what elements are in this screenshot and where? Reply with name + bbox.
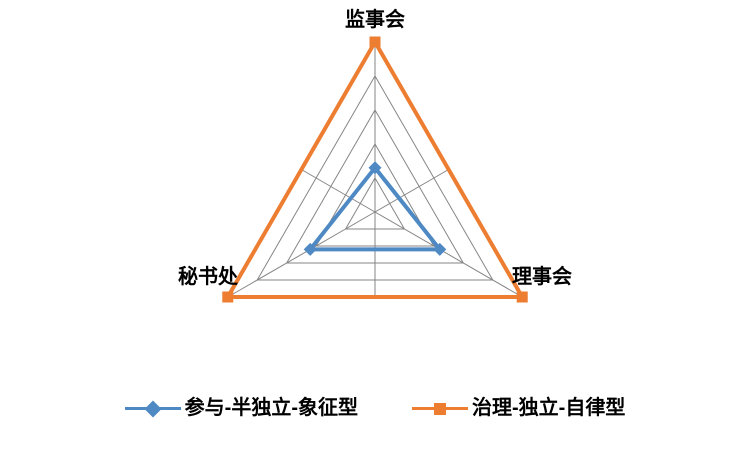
legend-label-series-2: 治理-独立-自律型 bbox=[472, 397, 626, 419]
diamond-marker-icon bbox=[144, 400, 162, 418]
square-marker-icon bbox=[222, 291, 234, 303]
series-polygon bbox=[224, 37, 526, 299]
square-marker-icon bbox=[369, 36, 381, 48]
legend-key-series-2 bbox=[412, 398, 468, 418]
axis-spoke bbox=[227, 211, 376, 298]
legend-key-series-1 bbox=[124, 398, 181, 418]
diamond-marker-icon bbox=[303, 242, 317, 256]
axis-spoke-minor bbox=[374, 169, 449, 213]
square-marker-icon bbox=[516, 291, 528, 303]
square-marker-icon bbox=[434, 403, 446, 415]
axis-spoke bbox=[374, 211, 523, 298]
diamond-marker-icon bbox=[368, 161, 382, 175]
legend-item-series-2[interactable]: 治理-独立-自律型 bbox=[412, 398, 625, 418]
legend-label-series-1: 参与-半独立-象征型 bbox=[184, 397, 358, 419]
radar-axis-spokes bbox=[227, 42, 523, 298]
axis-label-right: 理事会 bbox=[512, 266, 572, 288]
legend-item-series-1[interactable]: 参与-半独立-象征型 bbox=[124, 397, 358, 419]
axis-label-left: 秘书处 bbox=[178, 266, 238, 288]
axis-label-top: 监事会 bbox=[345, 9, 405, 31]
series-polygon bbox=[306, 164, 444, 252]
axis-spoke-minor bbox=[301, 169, 376, 213]
diamond-marker-icon bbox=[433, 242, 447, 256]
chart-legend: 参与-半独立-象征型 治理-独立-自律型 bbox=[0, 398, 750, 418]
radar-series-group bbox=[222, 36, 528, 303]
